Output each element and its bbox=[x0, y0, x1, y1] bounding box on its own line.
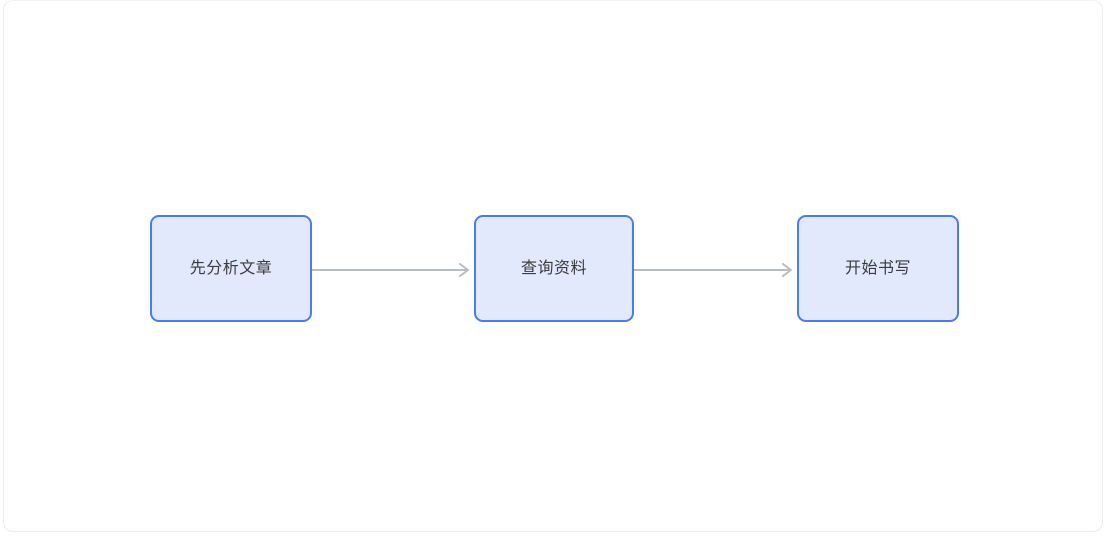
arrow-right-icon bbox=[312, 263, 469, 277]
flowchart: 先分析文章 查询资料 开始书写 bbox=[4, 1, 1102, 531]
arrow-right-icon bbox=[634, 263, 792, 277]
flow-edge-2[interactable] bbox=[634, 263, 797, 277]
flow-node-2[interactable]: 查询资料 bbox=[474, 215, 634, 322]
flow-node-2-label: 查询资料 bbox=[520, 259, 587, 277]
diagram-canvas[interactable]: 先分析文章 查询资料 开始书写 bbox=[3, 0, 1103, 532]
flow-node-1[interactable]: 先分析文章 bbox=[150, 215, 312, 322]
flow-node-1-label: 先分析文章 bbox=[189, 259, 273, 277]
flow-node-3[interactable]: 开始书写 bbox=[797, 215, 959, 322]
flow-node-3-label: 开始书写 bbox=[844, 259, 911, 277]
flow-edge-1[interactable] bbox=[312, 263, 474, 277]
